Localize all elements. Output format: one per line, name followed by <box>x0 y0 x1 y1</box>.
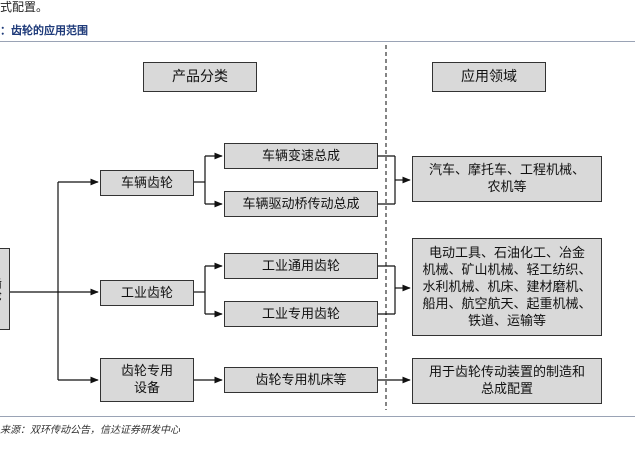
top-text-fragment: 式配置。 <box>0 0 49 14</box>
header-application-area: 应用领域 <box>432 62 546 92</box>
source-note: 来源：双环传动公告，信达证券研发中心 <box>0 425 180 436</box>
category-gear-equipment: 齿轮专用 设备 <box>100 358 194 402</box>
application-vehicles: 汽车、摩托车、工程机械、 农机等 <box>412 156 602 202</box>
application-industry: 电动工具、石油化工、冶金 机械、矿山机械、轻工纺织、 水利机械、机床、建材磨机、… <box>412 238 602 336</box>
product-gear-machine-tool: 齿轮专用机床等 <box>224 367 378 393</box>
figure-title: ：齿轮的应用范围 <box>0 24 88 37</box>
product-vehicle-drive-axle: 车辆驱动桥传动总成 <box>224 191 378 217</box>
category-industrial-gear: 工业齿轮 <box>100 280 194 306</box>
title-rule <box>0 41 635 42</box>
header-product-category: 产品分类 <box>143 62 257 92</box>
category-vehicle-gear: 车辆齿轮 <box>100 170 194 196</box>
product-industrial-general-gear: 工业通用齿轮 <box>224 253 378 279</box>
footer-rule <box>0 416 635 417</box>
product-vehicle-transmission: 车辆变速总成 <box>224 143 378 169</box>
product-industrial-special-gear: 工业专用齿轮 <box>224 301 378 327</box>
application-gear-devices: 用于齿轮传动装置的制造和 总成配置 <box>412 358 602 404</box>
root-box: 齿轮 <box>0 248 10 330</box>
